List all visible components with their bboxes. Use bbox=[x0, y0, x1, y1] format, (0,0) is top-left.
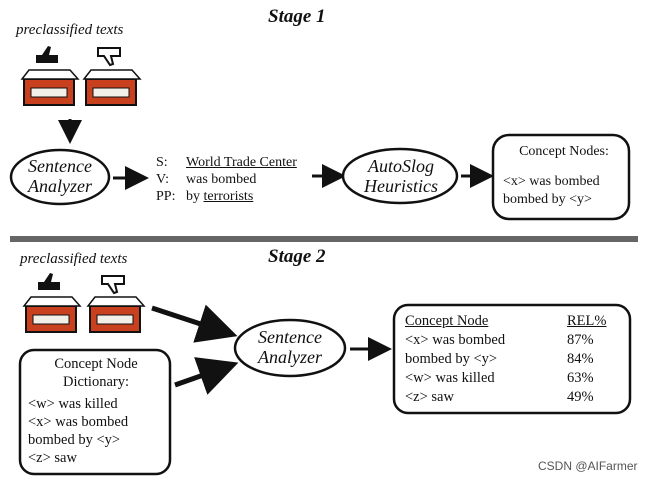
autoslog-heuristics-node bbox=[341, 147, 459, 205]
flow-arrow bbox=[174, 357, 239, 395]
heuristics-line-2: Heuristics bbox=[364, 176, 438, 196]
concept-node-item: <x> was bombed bbox=[503, 174, 600, 189]
rel-cell: 84% bbox=[567, 351, 594, 367]
thumbs-down-icon bbox=[101, 275, 125, 295]
results-box bbox=[392, 303, 632, 415]
dictionary-content: Concept Node Dictionary: <w> was killed … bbox=[28, 355, 164, 467]
analyzer-line-2: Analyzer bbox=[258, 347, 322, 367]
pp-prefix: by bbox=[186, 189, 200, 204]
results-header-row: Concept Node REL% bbox=[405, 312, 619, 331]
document-stack-icon bbox=[20, 69, 80, 106]
stage-1-title: Stage 1 bbox=[268, 6, 326, 27]
table-row: <x> was bombed 87% bbox=[405, 331, 619, 350]
thumbs-down-icon bbox=[97, 47, 121, 67]
concept-nodes-box bbox=[491, 133, 631, 221]
watermark: CSDN @AIFarmer bbox=[538, 459, 638, 473]
dictionary-item: bombed by <y> bbox=[28, 432, 121, 448]
rel-cell: 63% bbox=[567, 370, 594, 386]
concept-node-cell: <w> was killed bbox=[405, 370, 495, 386]
subject-label: S: bbox=[156, 155, 168, 170]
analyzer-line-2: Analyzer bbox=[28, 176, 92, 196]
sentence-analyzer-node bbox=[9, 148, 111, 206]
concept-node-dictionary-box bbox=[18, 348, 172, 476]
sentence-analyzer-label-2: Sentence Analyzer bbox=[235, 327, 345, 367]
preclassified-texts-label: preclassified texts bbox=[16, 22, 124, 38]
concept-node-item: bombed by <y> bbox=[503, 192, 592, 207]
dictionary-item: <z> saw bbox=[28, 450, 77, 466]
concept-node-cell: <z> saw bbox=[405, 389, 454, 405]
dictionary-title-line-1: Concept Node bbox=[54, 356, 138, 372]
column-header-concept-node: Concept Node bbox=[405, 313, 489, 329]
concept-nodes-content: Concept Nodes: <x> was bombed bombed by … bbox=[503, 143, 625, 209]
document-stack-icon bbox=[22, 296, 82, 333]
table-row: <w> was killed 63% bbox=[405, 369, 619, 388]
sentence-analyzer-label: Sentence Analyzer bbox=[11, 156, 109, 196]
dictionary-item: <w> was killed bbox=[28, 396, 118, 412]
thumbs-up-icon bbox=[36, 46, 58, 63]
stage-2-title: Stage 2 bbox=[268, 246, 326, 267]
dictionary-title-line-2: Dictionary: bbox=[62, 374, 130, 390]
preclassified-texts-label-2: preclassified texts bbox=[20, 251, 128, 267]
subject-value: World Trade Center bbox=[186, 155, 297, 170]
column-header-rel: REL% bbox=[567, 313, 607, 329]
autoslog-heuristics-label: AutoSlog Heuristics bbox=[345, 156, 457, 196]
analyzer-line-1: Sentence bbox=[258, 327, 322, 347]
rel-cell: 87% bbox=[567, 332, 594, 348]
concept-node-cell: bombed by <y> bbox=[405, 351, 498, 367]
dictionary-item: <x> was bombed bbox=[28, 414, 129, 430]
pp-label: PP: bbox=[156, 189, 176, 204]
concept-nodes-title: Concept Nodes: bbox=[519, 144, 609, 159]
table-row: bombed by <y> 84% bbox=[405, 350, 619, 369]
parse-output: S:World Trade Center V:was bombed PP:by … bbox=[156, 154, 297, 205]
document-stack-icon bbox=[82, 69, 142, 106]
rel-cell: 49% bbox=[567, 389, 594, 405]
flow-arrow bbox=[151, 304, 238, 343]
heuristics-line-1: AutoSlog bbox=[368, 156, 434, 176]
sentence-analyzer-node-2 bbox=[233, 318, 347, 378]
table-row: <z> saw 49% bbox=[405, 388, 619, 407]
verb-label: V: bbox=[156, 172, 169, 187]
verb-value: was bombed bbox=[186, 172, 257, 187]
results-table: Concept Node REL% <x> was bombed 87% bom… bbox=[405, 312, 619, 407]
thumbs-up-icon bbox=[38, 273, 60, 290]
stage-divider bbox=[10, 236, 638, 242]
concept-node-cell: <x> was bombed bbox=[405, 332, 506, 348]
pp-value: terrorists bbox=[203, 189, 254, 204]
document-stack-icon bbox=[86, 296, 146, 333]
analyzer-line-1: Sentence bbox=[28, 156, 92, 176]
